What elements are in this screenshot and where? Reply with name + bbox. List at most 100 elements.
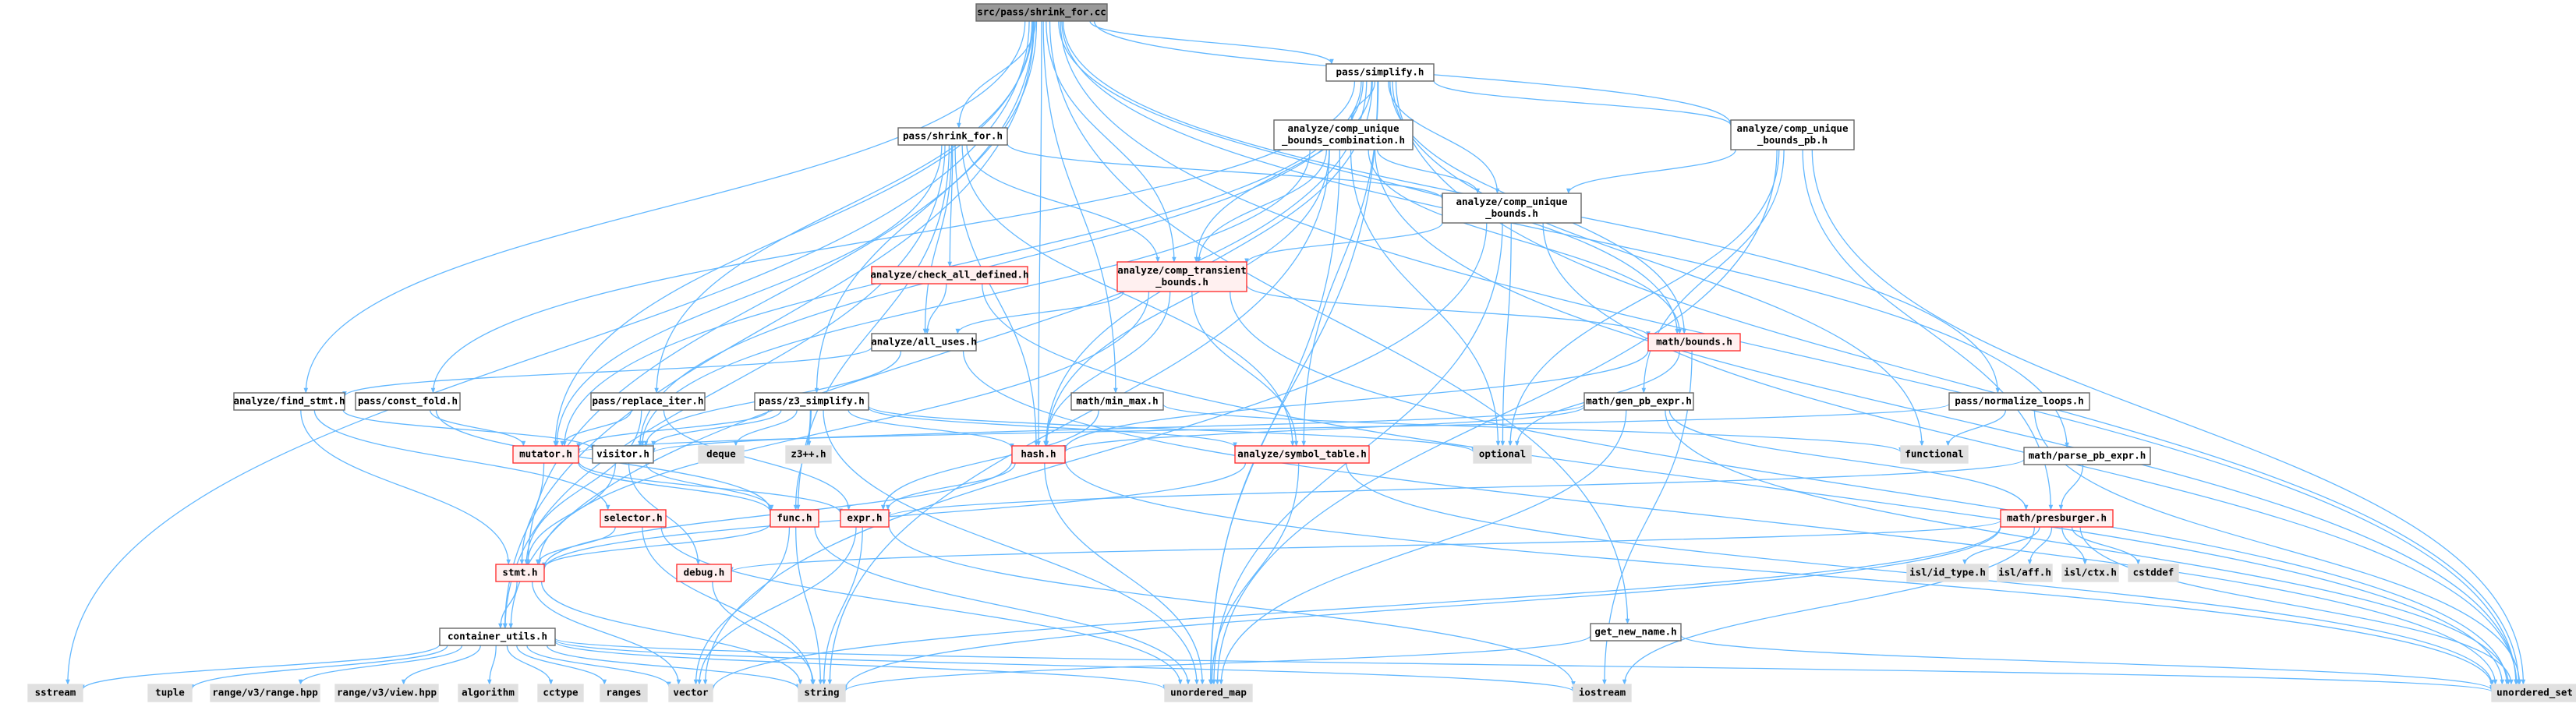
edge-container_utils-to-cctype [506,645,554,685]
node-label: debug.h [684,567,725,578]
node-label: analyze/comp_unique [1456,196,1568,208]
edge-gen_pb_expr-to-hash [1063,405,1585,453]
node-all_uses[interactable]: analyze/all_uses.h [871,333,977,352]
edge-check_all_defined-to-unordered_set [982,283,2505,685]
edge-cub_comb-to-cub [1377,149,1481,194]
edge-mutator-to-expr [578,461,843,514]
node-ctb[interactable]: analyze/comp_transient_bounds.h [1116,261,1247,292]
node-shrink_for_h[interactable]: pass/shrink_for.h [897,127,1008,146]
node-visitor[interactable]: visitor.h [592,445,654,464]
edge-stmt-to-container_utils [498,581,518,629]
edge-const_fold-to-mutator [429,409,526,447]
node-box [840,509,890,528]
node-bounds[interactable]: math/bounds.h [1647,333,1741,352]
node-container_utils[interactable]: container_utils.h [439,627,556,646]
edge-func-to-stmt [542,522,771,569]
node-box [495,564,545,582]
edge-find_stmt-to-selector [313,409,610,511]
node-const_fold[interactable]: pass/const_fold.h [355,392,461,411]
edge-ctb-to-hash [1043,291,1171,447]
node-tuple: tuple [147,684,193,702]
node-label: range/v3/range.hpp [212,687,317,698]
node-gen_pb_expr[interactable]: math/gen_pb_expr.h [1583,392,1694,411]
edge-gen_pb_expr-to-presburger [1668,409,2029,511]
node-selector[interactable]: selector.h [600,509,667,528]
edge-all_uses-to-find_stmt [342,346,872,398]
node-label: pass/simplify.h [1336,66,1424,78]
node-label: _bounds_combination.h [1282,134,1405,147]
node-hash[interactable]: hash.h [1011,445,1066,464]
node-box [592,445,654,464]
node-label: visitor.h [596,448,649,460]
node-mutator[interactable]: mutator.h [512,445,579,464]
edge-ctb-to-all_uses [955,291,1124,334]
edge-get_new_name-to-unordered_set [1680,635,2494,691]
node-isl_ctx: isl/ctx.h [2061,564,2119,582]
edge-simplify-to-container_utils [508,80,1368,629]
node-symbol_table[interactable]: analyze/symbol_table.h [1234,445,1370,464]
node-simplify[interactable]: pass/simplify.h [1325,63,1435,82]
node-label: mutator.h [519,448,572,460]
node-replace_iter[interactable]: pass/replace_iter.h [590,392,706,411]
node-label: isl/ctx.h [2064,567,2117,578]
node-debug[interactable]: debug.h [676,564,732,582]
edge-cub_pb-to-gen_pb_expr [1641,149,1785,394]
edge-symbol_table-to-stmt [542,462,1247,570]
edge-root-to-min_max [1042,20,1118,394]
node-box [600,509,667,528]
node-box [2061,564,2119,582]
node-z3_simplify[interactable]: pass/z3_simplify.h [754,392,869,411]
edge-simplify-to-cub_pb [1433,80,1733,126]
node-stmt[interactable]: stmt.h [495,564,545,582]
node-box [1442,193,1582,224]
edge-get_new_name-to-string [843,635,1591,692]
edge-expr-to-string [821,526,863,685]
node-iostream: iostream [1573,684,1632,702]
edge-shrink_for_h-to-hash [954,144,1039,447]
node-expr[interactable]: expr.h [840,509,890,528]
edge-shrink_for_h-to-cub [1007,143,1445,200]
node-parse_pb_expr[interactable]: math/parse_pb_expr.h [2023,447,2151,465]
node-label: z3++.h [791,448,826,460]
edge-z3_simplify-to-hash [847,409,1014,449]
node-box [2128,564,2179,582]
node-box [698,445,745,464]
node-algorithm: algorithm [458,684,518,702]
edge-shrink_for_h-to-symbol_table [961,144,1295,447]
edge-root-to-unordered_set [1060,20,2518,685]
edge-ctb-to-bounds [1246,285,1651,338]
node-find_stmt[interactable]: analyze/find_stmt.h [233,392,345,411]
node-layer: src/pass/shrink_for.cc pass/simplify.h pas… [27,3,2576,702]
node-box [537,684,584,702]
node-cub[interactable]: analyze/comp_unique_bounds.h [1442,193,1582,224]
edge-presburger-to-string [843,526,2001,691]
edge-bounds-to-hash [1063,350,1649,451]
node-cub_pb[interactable]: analyze/comp_unique_bounds_pb.h [1730,119,1855,150]
node-box [512,445,579,464]
node-box [1583,392,1694,411]
node-box [668,684,713,702]
node-get_new_name[interactable]: get_new_name.h [1590,623,1682,642]
node-root[interactable]: src/pass/shrink_for.cc [975,3,1108,22]
node-label: analyze/check_all_defined.h [870,269,1028,281]
edge-simplify-to-functional [1392,80,1924,447]
edge-replace_iter-to-expr [663,409,851,511]
edge-root-to-mutator [553,20,1033,447]
node-label: math/min_max.h [1076,395,1158,408]
node-presburger[interactable]: math/presburger.h [2000,509,2114,528]
node-func[interactable]: func.h [770,509,819,528]
edge-all_uses-to-unordered_set [962,350,2498,685]
node-box [600,684,648,702]
edge-min_max-to-functional [1162,404,1903,453]
node-label: cstddef [2133,567,2174,578]
edge-container_utils-to-unordered_map [554,641,1167,691]
edge-cub_comb-to-visitor [640,149,1311,447]
node-label: analyze/all_uses.h [871,336,976,348]
node-cub_comb[interactable]: analyze/comp_unique_bounds_combination.h [1273,119,1414,150]
node-label: unordered_set [2496,687,2573,699]
node-min_max[interactable]: math/min_max.h [1070,392,1164,411]
node-normalize_loops[interactable]: pass/normalize_loops.h [1948,392,2090,411]
node-label: pass/const_fold.h [358,395,458,408]
node-check_all_defined[interactable]: analyze/check_all_defined.h [870,266,1029,285]
node-label: selector.h [603,512,662,524]
